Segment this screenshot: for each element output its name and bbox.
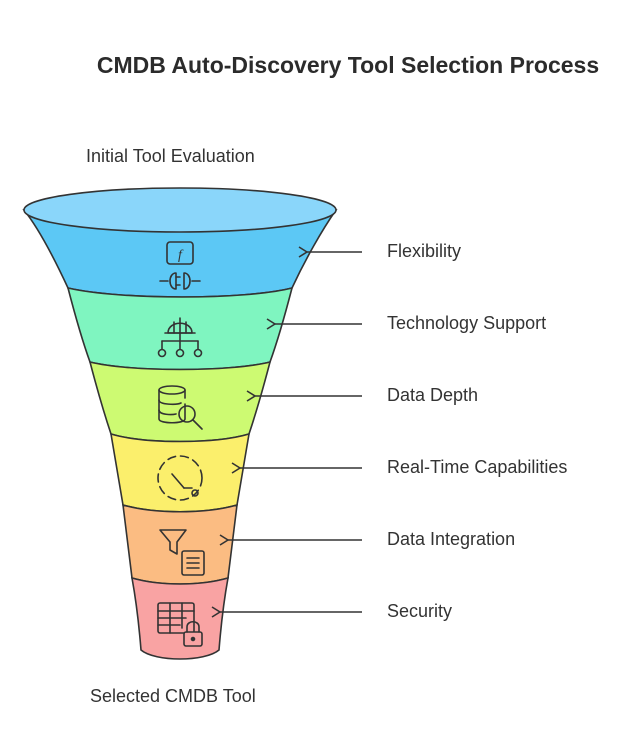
funnel-output-label: Selected CMDB Tool xyxy=(90,686,256,706)
funnel-segment-data-integration xyxy=(122,503,238,585)
stage-label-technology-support: Technology Support xyxy=(387,313,547,333)
stage-label-security: Security xyxy=(387,601,453,621)
timer-icon xyxy=(157,455,203,501)
funnel-rim xyxy=(23,187,337,233)
table-lock-icon xyxy=(157,602,203,647)
database-search-icon xyxy=(158,385,203,430)
stage-label-flexibility: Flexibility xyxy=(387,241,462,261)
svg-text:f: f xyxy=(178,248,184,263)
funnel-input-label: Initial Tool Evaluation xyxy=(86,146,255,166)
stage-label-data-integration: Data Integration xyxy=(387,529,516,549)
hardhat-hierarchy-icon xyxy=(157,317,203,358)
diagram-title: CMDB Auto-Discovery Tool Selection Proce… xyxy=(96,52,600,78)
funnel-segment-data-depth xyxy=(88,360,272,443)
stage-label-data-depth: Data Depth xyxy=(387,385,479,405)
plug-icon: f xyxy=(159,241,201,290)
stage-label-real-time: Real-Time Capabilities xyxy=(387,457,568,477)
filter-document-icon xyxy=(159,529,205,576)
